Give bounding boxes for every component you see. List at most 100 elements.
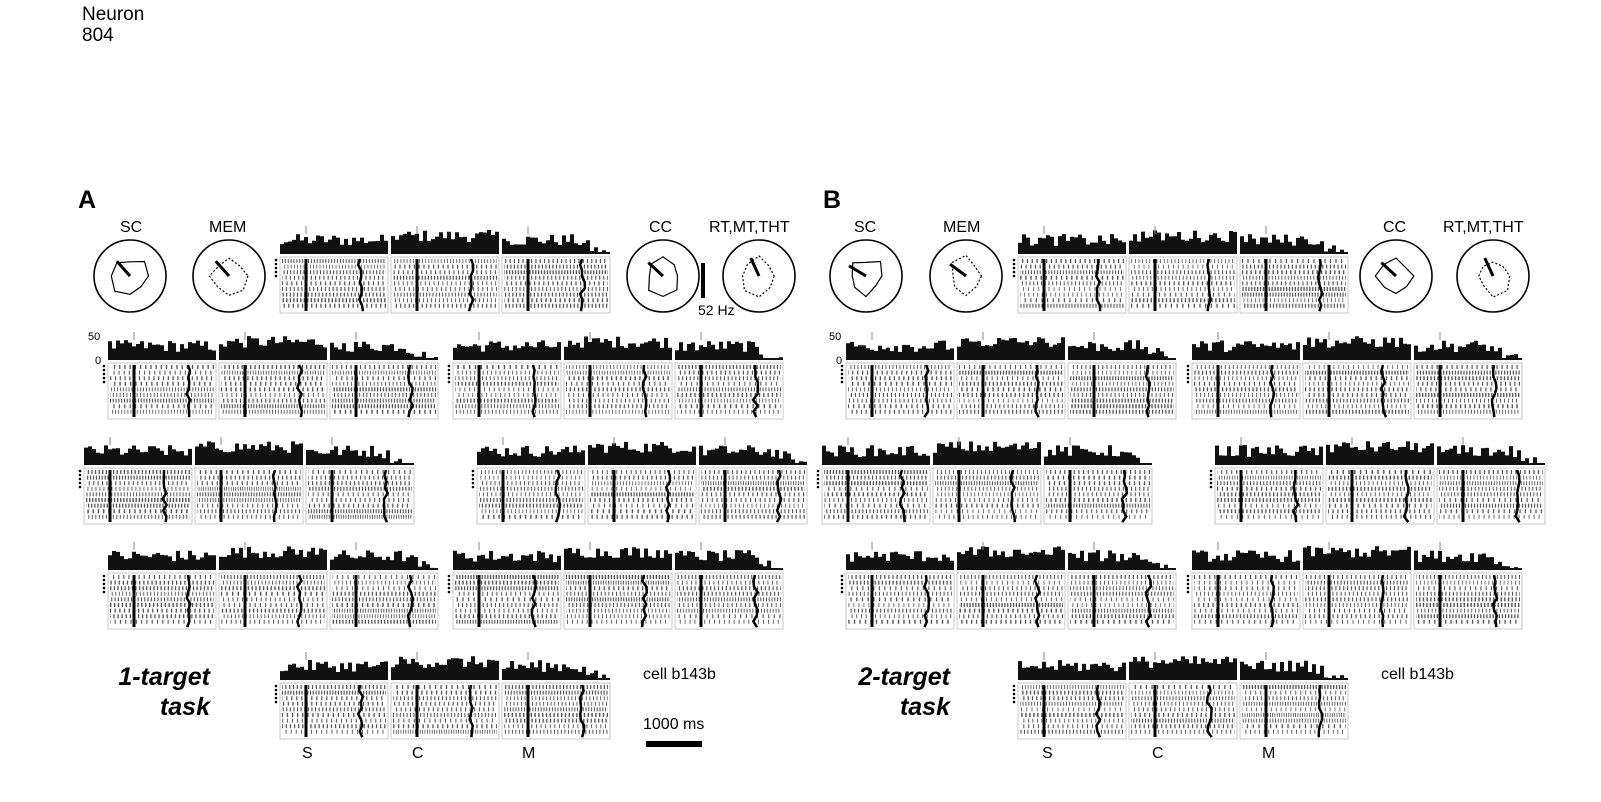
panel-b-r1-left-dot-3 bbox=[840, 376, 844, 380]
panel-b-top-dot-4 bbox=[1012, 274, 1016, 278]
panel-b-top-dot-2 bbox=[1012, 266, 1016, 270]
panel-b-r2-right-raster-frame-2 bbox=[1436, 467, 1546, 525]
panel-a-cc-label: CC bbox=[649, 219, 673, 236]
panel-b-r2-left-dot-0 bbox=[816, 469, 820, 473]
panel-b-bottom-dot-3 bbox=[1012, 696, 1016, 700]
panel-b-r3-left-dot-2 bbox=[840, 582, 844, 586]
panel-b-r2-left-hist-2 bbox=[1044, 445, 1152, 465]
panel-b-r3-left-raster-frame-1 bbox=[956, 572, 1066, 630]
panel-b-r1-left-dot-2 bbox=[840, 372, 844, 376]
panel-b-top-dot-0 bbox=[1012, 258, 1016, 262]
panel-b-sc-label: SC bbox=[854, 219, 877, 236]
panel-a-task-label: 1-target task bbox=[100, 662, 210, 722]
panel-b-r3-right-event-mark-1 bbox=[1379, 574, 1385, 628]
panel-b-axis-s: S bbox=[1042, 745, 1053, 762]
panel-a-rt-polar-circle bbox=[722, 239, 796, 313]
panel-b-r2-left-dot-1 bbox=[816, 473, 820, 477]
panel-a-r3-left-hist-2 bbox=[330, 550, 438, 570]
panel-a-r1-left-event-mark-1 bbox=[295, 364, 304, 418]
panel-a-r2-right-dot-1 bbox=[471, 473, 475, 477]
panel-b-r3-left-event-mark-2 bbox=[1144, 574, 1153, 628]
panel-b-r1-right-hist-1 bbox=[1303, 336, 1411, 360]
panel-b-r2-right-event-mark-1 bbox=[1402, 469, 1410, 523]
panel-b-rt-polar-circle bbox=[1456, 239, 1530, 313]
panel-a-cc-polar-tuning bbox=[648, 256, 679, 298]
panel-a-r2-right-dot-4 bbox=[471, 485, 475, 489]
panel-a-bottom-dot-1 bbox=[274, 688, 278, 692]
panel-b-r1-right-raster-frame-1 bbox=[1302, 362, 1412, 420]
panel-a-r2-right-raster-frame-0 bbox=[476, 467, 586, 525]
panel-a-r2-left-raster-frame-1 bbox=[194, 467, 304, 525]
panel-b-bottom-dot-1 bbox=[1012, 688, 1016, 692]
panel-a-r2-right-raster-frame-1 bbox=[587, 467, 697, 525]
panel-a-r3-left-raster-frame-2 bbox=[329, 572, 439, 630]
panel-b-r2-right-dot-1 bbox=[1209, 473, 1213, 477]
panel-b-r3-left-dot-1 bbox=[840, 578, 844, 582]
panel-a-r2-left-event-mark-1 bbox=[271, 469, 278, 523]
panel-a-top-raster-frame-0 bbox=[279, 256, 389, 314]
panel-a-r3-right-dot-0 bbox=[447, 574, 451, 578]
panel-b-cell-label: cell b143b bbox=[1381, 666, 1454, 683]
panel-b-mem-polar-tuning bbox=[951, 254, 983, 297]
panel-b-bottom-raster-frame-0 bbox=[1017, 682, 1127, 740]
panel-a-task-line2: task bbox=[159, 693, 210, 721]
panel-a-r2-left-raster-frame-0 bbox=[83, 467, 193, 525]
panel-a-r1-right-hist-1 bbox=[564, 336, 672, 360]
panel-b-r3-right-hist-0 bbox=[1192, 550, 1300, 570]
panel-a-r2-right-raster-frame-2 bbox=[698, 467, 808, 525]
panel-a-r3-right-hist-0 bbox=[453, 550, 561, 570]
panel-a-bottom-event-mark-2 bbox=[579, 684, 586, 738]
panel-a-r3-right-event-mark-2 bbox=[751, 574, 760, 628]
panel-b-top-raster-frame-2 bbox=[1239, 256, 1349, 314]
panel-b-r1-left-dot-4 bbox=[840, 380, 844, 384]
panel-a-r1-right-dot-0 bbox=[447, 364, 451, 368]
panel-b-r3-right-dot-3 bbox=[1186, 586, 1190, 590]
panel-a-sc-polar-circle bbox=[93, 239, 167, 313]
panel-a-mem-polar-tuning bbox=[208, 257, 249, 296]
panel-b-r1-left-hist-2 bbox=[1068, 340, 1176, 360]
panel-b-bottom-hist-1 bbox=[1129, 656, 1237, 680]
panel-a-r3-left-dot-2 bbox=[102, 582, 106, 586]
panel-a-r3-left-dot-1 bbox=[102, 578, 106, 582]
rate-scale-label: 52 Hz bbox=[698, 302, 735, 318]
panel-a-sc-polar-vector bbox=[115, 260, 132, 277]
panel-b-r3-right-dot-2 bbox=[1186, 582, 1190, 586]
panel-b-rt-polar-vector bbox=[1483, 257, 1495, 277]
panel-b-bottom-event-mark-1 bbox=[1205, 684, 1213, 738]
panel-b-top-dot-1 bbox=[1012, 262, 1016, 266]
panel-b-cc-label: CC bbox=[1383, 219, 1407, 236]
panel-b-top-hist-1 bbox=[1129, 230, 1237, 254]
panel-a-mem-label: MEM bbox=[209, 219, 247, 236]
panel-a-r3-left-event-mark-0 bbox=[185, 574, 192, 628]
panel-b-r2-right-dot-2 bbox=[1209, 477, 1213, 481]
panel-b-r3-left-dot-4 bbox=[840, 590, 844, 594]
panel-b-r2-left-event-mark-2 bbox=[1120, 469, 1129, 523]
panel-a-r2-left-hist-1 bbox=[195, 441, 303, 465]
panel-a-r2-left-dot-3 bbox=[78, 481, 82, 485]
journal-header: Neuron 804 bbox=[82, 4, 144, 46]
panel-a-sc-label: SC bbox=[120, 219, 143, 236]
panel-b-bottom-raster-frame-1 bbox=[1128, 682, 1238, 740]
panel-a-bottom-dot-0 bbox=[274, 684, 278, 688]
panel-b-top-hist-0 bbox=[1018, 234, 1126, 254]
panel-a-r3-left-raster-frame-0 bbox=[107, 572, 217, 630]
panel-a-r2-right-dot-3 bbox=[471, 481, 475, 485]
panel-a-cell-label: cell b143b bbox=[643, 666, 716, 683]
panel-b-bottom-dot-2 bbox=[1012, 692, 1016, 696]
panel-b-r2-left-raster-frame-1 bbox=[932, 467, 1042, 525]
panel-a-r1-left-dot-0 bbox=[102, 364, 106, 368]
panel-a-bottom-hist-2 bbox=[502, 660, 610, 680]
panel-b-r1-right-event-mark-2 bbox=[1490, 364, 1498, 418]
panel-b-top-event-mark-0 bbox=[1094, 258, 1102, 312]
panel-a-r3-right-hist-1 bbox=[564, 547, 672, 570]
panel-a-r1-right-event-mark-0 bbox=[531, 364, 537, 418]
panel-a-top-hist-1 bbox=[391, 230, 499, 254]
panel-b-r2-left-raster-frame-0 bbox=[821, 467, 931, 525]
panel-a-top-dot-1 bbox=[274, 262, 278, 266]
panel-b-r3-left-event-mark-1 bbox=[1033, 574, 1042, 628]
panel-a-r1-left-raster-frame-0 bbox=[107, 362, 217, 420]
panel-a-top-event-mark-2 bbox=[578, 258, 587, 312]
panel-b-r3-left-dot-3 bbox=[840, 586, 844, 590]
panel-a-r2-right-event-mark-1 bbox=[664, 469, 672, 523]
